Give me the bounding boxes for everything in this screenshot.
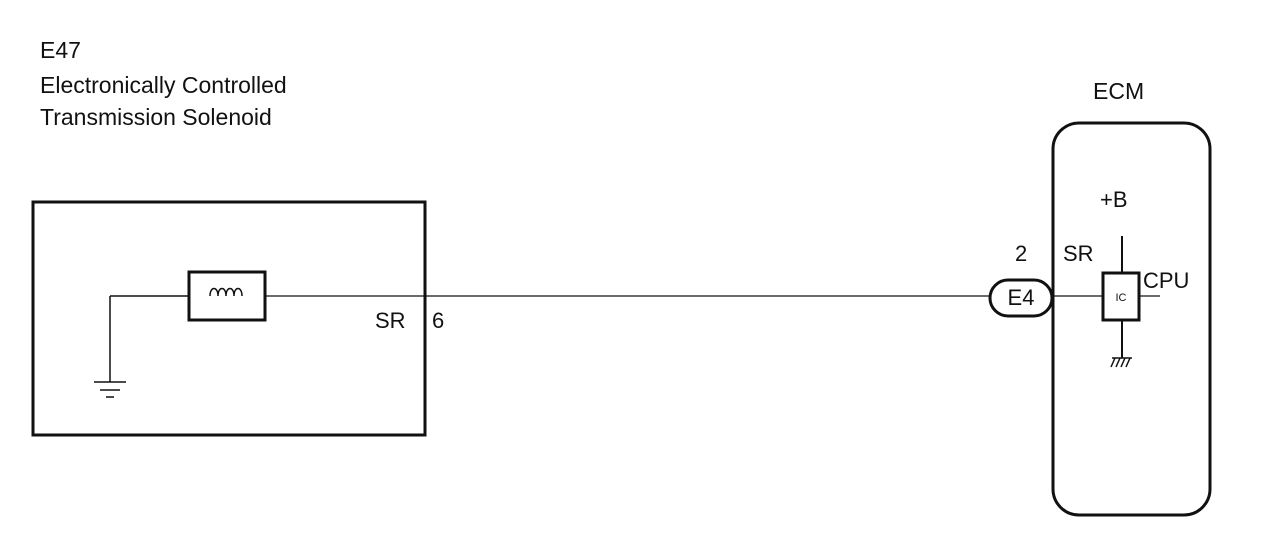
- solenoid-pin-number: 6: [432, 308, 444, 333]
- cpu-label: CPU: [1143, 268, 1189, 293]
- ecm-pin-signal: SR: [1063, 241, 1094, 266]
- ecm-box: [1051, 121, 1212, 517]
- ecm-pin-number: 2: [1015, 241, 1027, 266]
- component-name-line2: Transmission Solenoid: [40, 104, 272, 130]
- solenoid-pin-signal: SR: [375, 308, 406, 333]
- connector-e4-label: E4: [1008, 285, 1035, 310]
- connector-e4: [988, 278, 1054, 318]
- component-code: E47: [40, 37, 81, 63]
- supply-label: +B: [1100, 187, 1128, 212]
- ecm-title: ECM: [1093, 78, 1144, 104]
- ground-icon: [94, 296, 126, 398]
- solenoid-box: [31, 200, 427, 437]
- solenoid-coil-icon: [187, 270, 267, 322]
- ic-label: IC: [1116, 292, 1127, 304]
- chassis-ground-icon: [1110, 357, 1132, 368]
- component-name-line1: Electronically Controlled: [40, 72, 287, 98]
